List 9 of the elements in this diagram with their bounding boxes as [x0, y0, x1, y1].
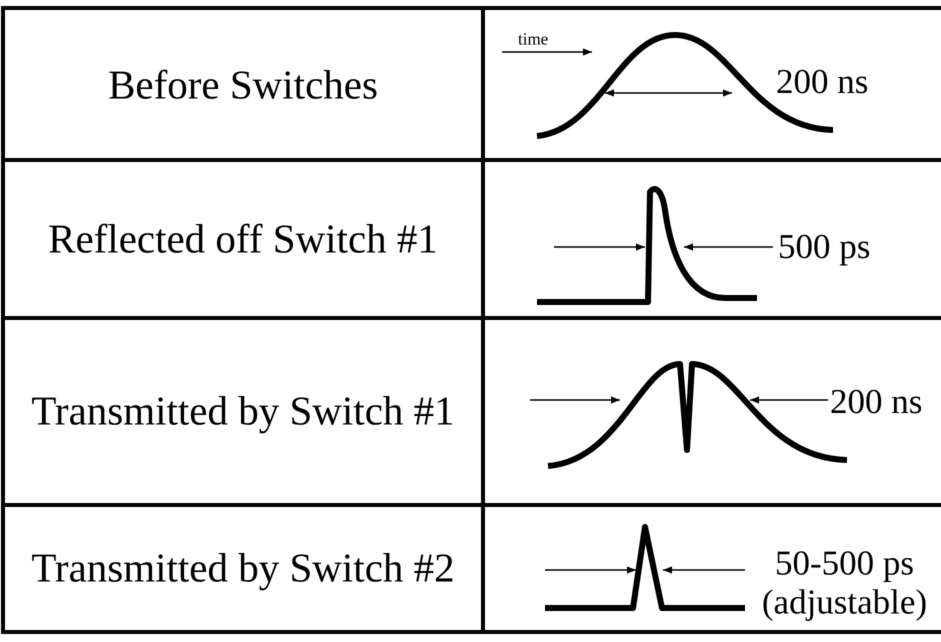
row-label: Reflected off Switch #1: [47, 216, 439, 262]
pulse-width-label: 50-500 ps (adjustable): [760, 544, 928, 622]
row-label: Before Switches: [107, 62, 379, 108]
row-label: Transmitted by Switch #2: [30, 545, 456, 591]
pulse-width-label: 200 ns: [776, 62, 868, 102]
axis-label: time: [518, 30, 548, 50]
row-label: Transmitted by Switch #1: [30, 388, 456, 434]
pulse-width-label: 500 ps: [778, 228, 870, 266]
pulse-width-label: 200 ns: [830, 382, 922, 422]
